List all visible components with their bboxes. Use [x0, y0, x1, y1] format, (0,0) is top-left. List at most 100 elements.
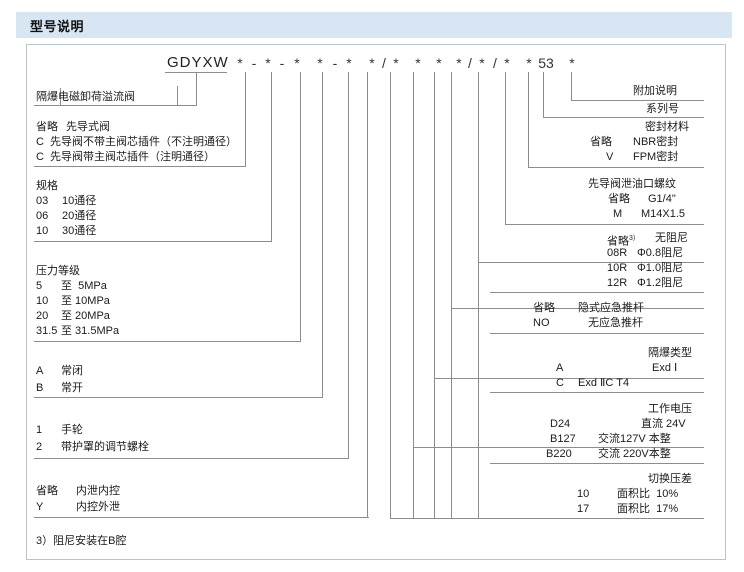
code-token-3: *	[317, 55, 323, 71]
left-row-desc-4-1: 常开	[61, 382, 83, 394]
left-group-underline-4	[34, 397, 323, 398]
right-group-title-7: 工作电压	[648, 403, 692, 415]
right-row-code-7-0: D24	[550, 418, 571, 430]
right-row-desc-7-0: 直流 24V	[641, 418, 686, 430]
left-row-code-1-1: C	[36, 136, 44, 148]
left-group-underline-6	[34, 517, 369, 518]
leader-drain-control-v	[367, 72, 368, 518]
header-left-accent	[12, 12, 16, 38]
left-row-desc-3-1: 至 10MPa	[61, 295, 110, 307]
code-token-10: *	[479, 55, 485, 71]
leader-seal-material-v	[528, 72, 529, 167]
right-row-desc-5-0: 隐式应急推杆	[578, 302, 644, 314]
right-row-code-8-1: 17	[577, 503, 590, 515]
code-sep-1: -	[279, 55, 285, 71]
right-row-desc-8-1: 面积比 17%	[617, 503, 679, 515]
left-row-code-2-0: 03	[36, 195, 49, 207]
code-token-0: *	[237, 55, 243, 71]
right-row-code-2-1: V	[606, 151, 614, 163]
left-row-code-4-1: B	[36, 382, 44, 394]
code-sep-4: /	[468, 55, 472, 71]
footnote: 3）阻尼安装在B腔	[36, 535, 127, 547]
leader-pressure-v	[300, 72, 301, 342]
leader-switch-press-h	[390, 518, 704, 519]
right-row-code-4-1: 08R	[607, 247, 628, 259]
right-group-underline-5	[490, 333, 704, 334]
right-row-desc-7-2: 交流 220V本整	[598, 448, 671, 460]
left-row-desc-1-0: 先导式阀	[66, 121, 110, 133]
left-row-code-3-0: 5	[36, 280, 43, 292]
left-row-desc-3-2: 至 20MPa	[61, 310, 110, 322]
right-group-title-3: 先导阀泄油口螺纹	[588, 178, 676, 190]
leader-switch-press-v	[390, 72, 391, 518]
code-token-8: *	[436, 55, 442, 71]
page-title: 型号说明	[30, 19, 85, 34]
left-row-desc-5-1: 带护罩的调节螺栓	[61, 441, 149, 453]
code-token-4: *	[346, 55, 352, 71]
right-row-code-8-0: 10	[577, 488, 590, 500]
right-row-code-3-0: 省略	[608, 193, 630, 205]
code-token-9: *	[456, 55, 462, 71]
left-row-desc-2-2: 30通径	[62, 225, 97, 237]
leader-damping-v	[478, 72, 479, 262]
leader-size-v	[271, 72, 272, 242]
left-row-code-6-1: Y	[36, 501, 44, 513]
right-row-desc-4-1: Φ0.8阻尼	[637, 247, 684, 259]
right-row-desc-6-1: Exd ⅡC T4	[578, 377, 630, 389]
right-row-code-5-0: 省略	[533, 302, 555, 314]
left-row-code-1-2: C	[36, 151, 44, 163]
code-sep-0: -	[251, 55, 257, 71]
left-row-code-3-3: 31.5	[36, 325, 58, 337]
code-token-11: *	[504, 55, 510, 71]
right-row-code-7-2: B220	[546, 448, 572, 460]
right-row-code-7-1: B127	[550, 433, 576, 445]
left-group-title-2: 规格	[36, 180, 58, 192]
right-row-code-4-0: 省略3）	[607, 235, 640, 248]
code-token-12: *	[526, 55, 532, 71]
diagram-panel	[26, 44, 726, 560]
code-token-5: *	[369, 55, 375, 71]
left-row-code-1-0: 省略	[36, 121, 58, 133]
left-group-underline-2	[34, 241, 272, 242]
damping-footnote-marker: 3）	[629, 235, 640, 242]
right-row-desc-7-1: 交流127V 本整	[598, 433, 671, 445]
right-group-underline-2	[585, 167, 704, 168]
right-row-desc-4-3: Φ1.2阻尼	[637, 277, 684, 289]
code-sep-3: /	[382, 55, 386, 71]
right-group-underline-6	[490, 392, 704, 393]
right-group-title-1: 系列号	[646, 103, 679, 115]
leader-working-voltage-v	[413, 72, 414, 447]
leader-damping-h	[478, 262, 704, 263]
left-group-underline-5	[34, 458, 349, 459]
left-group-underline-3	[34, 341, 300, 342]
right-row-code-3-1: M	[613, 208, 623, 220]
left-row-desc-6-1: 内控外泄	[76, 501, 120, 513]
code-token-6: *	[393, 55, 399, 71]
right-group-title-0: 附加说明	[633, 85, 677, 97]
left-row-code-3-1: 10	[36, 295, 49, 307]
leader-pilot-drain-v	[505, 72, 506, 224]
right-row-desc-4-2: Φ1.0阻尼	[637, 262, 684, 274]
right-row-desc-3-1: M14X1.5	[641, 208, 686, 220]
leader-series-number-h	[543, 117, 704, 118]
left-row-desc-5-0: 手轮	[61, 424, 83, 436]
code-token-series: 53	[538, 55, 554, 71]
right-row-desc-2-0: NBR密封	[633, 136, 679, 148]
code-token-2: *	[294, 55, 300, 71]
left-row-code-5-0: 1	[36, 424, 43, 436]
left-row-desc-4-0: 常闭	[61, 365, 83, 377]
left-row-code-6-0: 省略	[36, 485, 58, 497]
code-token-7: *	[415, 55, 421, 71]
left-row-desc-6-0: 内泄内控	[76, 485, 120, 497]
right-row-code-4-3: 12R	[607, 277, 628, 289]
code-sep-5: /	[493, 55, 497, 71]
right-group-underline-0	[630, 100, 704, 101]
left-row-desc-2-0: 10通径	[62, 195, 97, 207]
leader-normal-state-v	[322, 72, 323, 398]
right-row-desc-3-0: G1/4"	[648, 193, 676, 205]
left-row-code-2-1: 06	[36, 210, 49, 222]
left-group-underline-1	[34, 166, 245, 167]
leader-pilot-type-v	[245, 72, 246, 167]
left-group-underline-0	[34, 105, 177, 106]
